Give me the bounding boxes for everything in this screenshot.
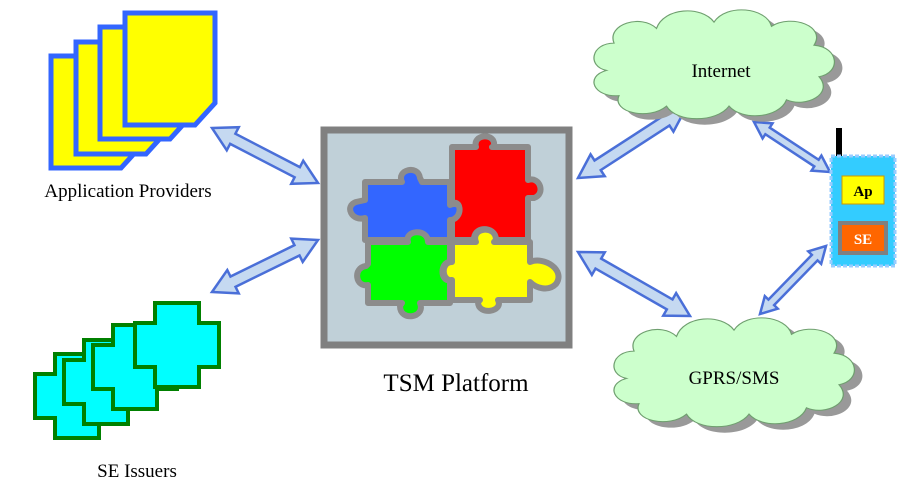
phone-se-label: SE (854, 232, 872, 248)
phone-app-box (841, 175, 885, 205)
internet-cloud: Internet (593, 9, 843, 125)
arrows-group (209, 106, 833, 318)
se-issuers-label: SE Issuers (97, 461, 177, 482)
tsm-platform-box (320, 126, 573, 349)
tsm-platform-label: TSM Platform (383, 370, 529, 397)
internet-phone-arrow (751, 120, 833, 174)
puzzle-icon (347, 133, 562, 320)
se-issuers-tsm-arrow (209, 237, 321, 295)
gprs-sms-cloud: GPRS/SMS (613, 317, 863, 433)
phone-se-box (838, 221, 888, 255)
app-providers-tsm-arrow (209, 125, 321, 186)
document-icon (125, 13, 215, 125)
gprs-phone-arrow (758, 244, 828, 316)
application-providers-label: Application Providers (44, 181, 211, 202)
internet-label: Internet (691, 61, 751, 82)
phone-app-label: Ap (853, 184, 872, 200)
document-stack-icon (51, 13, 215, 168)
phone-antenna (836, 128, 842, 158)
cross-stack-icon (33, 301, 221, 440)
mobile-phone-icon: Ap SE (829, 128, 897, 268)
tsm-gprs-arrow (575, 250, 693, 318)
gprs-sms-label: GPRS/SMS (689, 368, 780, 389)
